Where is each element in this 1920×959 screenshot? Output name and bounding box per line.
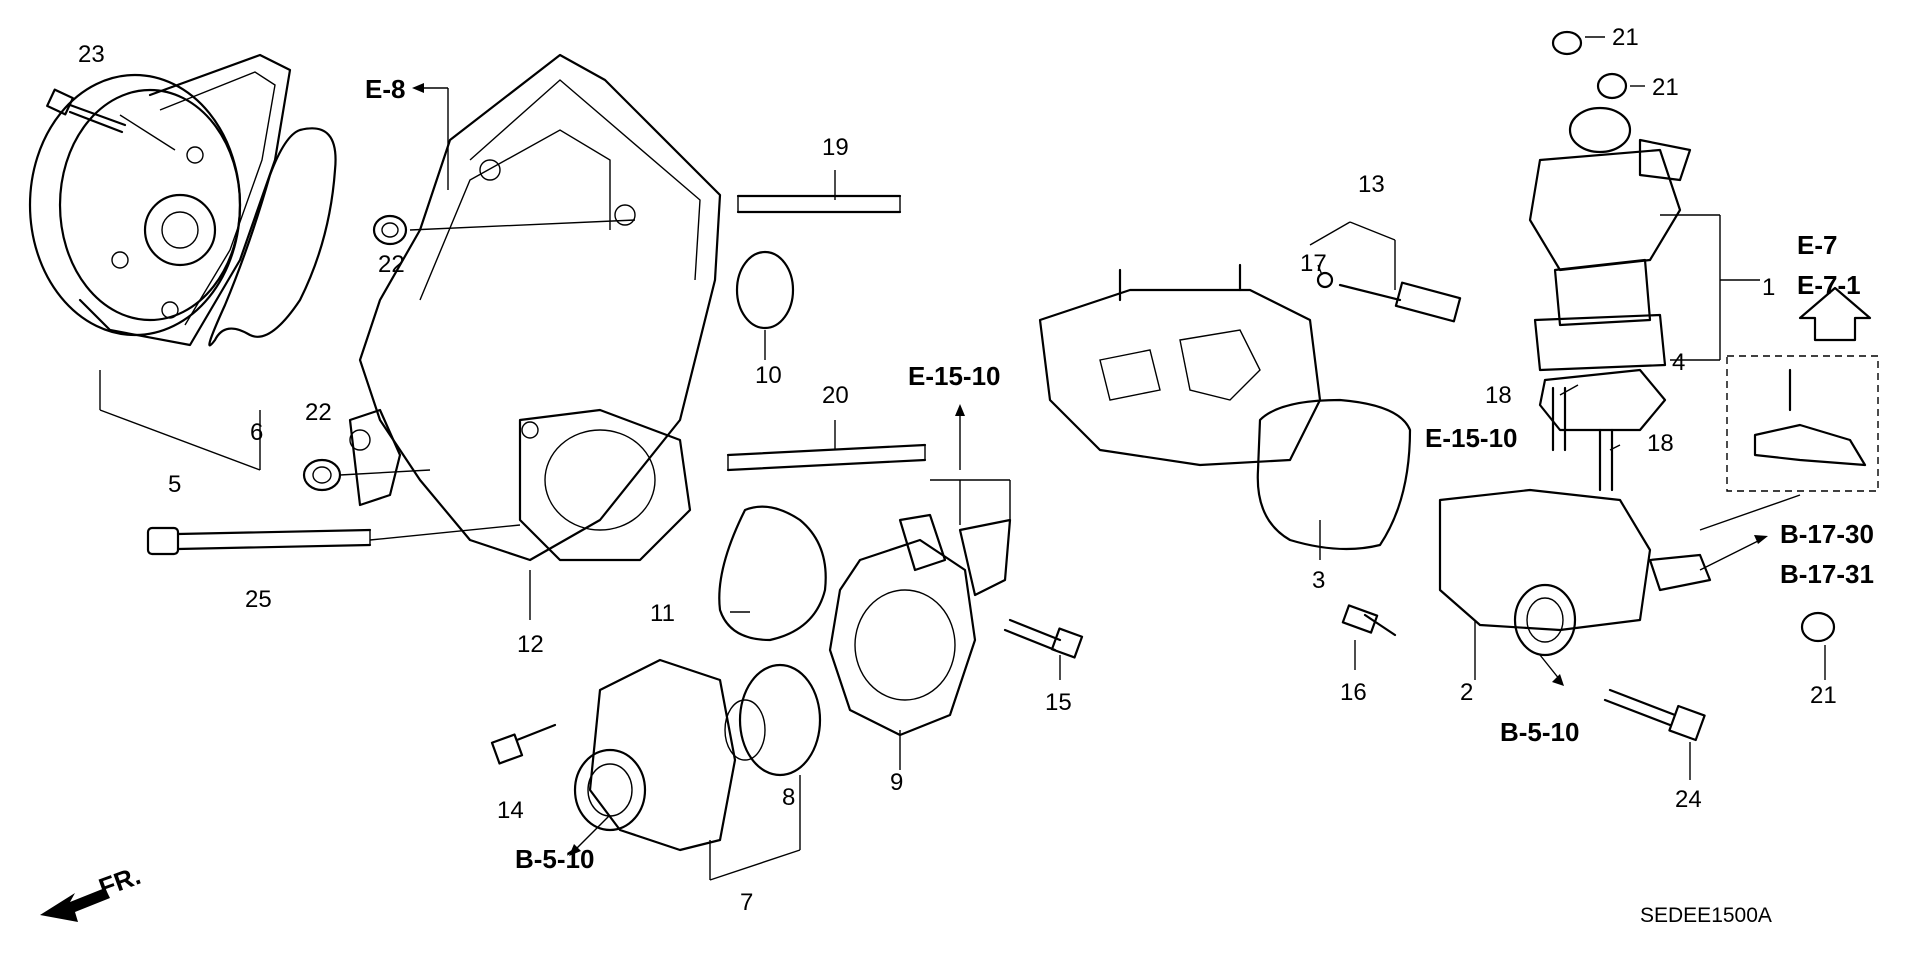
ref-e-7[interactable]: E-7 [1797, 230, 1837, 260]
stud-18-left[interactable] [1551, 386, 1567, 452]
ref-e-15-10-right[interactable]: E-15-10 [1425, 423, 1518, 453]
ref-e-8[interactable]: E-8 [365, 74, 405, 104]
up-arrow-icon [1798, 286, 1872, 342]
water-outlet-2[interactable] [1438, 488, 1712, 657]
stud-19[interactable] [736, 194, 902, 214]
stud-20[interactable] [726, 443, 927, 472]
callout-17: 17 [1300, 250, 1327, 277]
callout-11: 11 [650, 600, 675, 627]
callout-21-second: 21 [1652, 74, 1679, 101]
callout-2: 2 [1460, 679, 1473, 706]
callout-20: 20 [822, 382, 849, 409]
water-passage-housing[interactable] [348, 53, 722, 562]
nut-21-right[interactable] [1800, 611, 1836, 643]
sensor-13[interactable] [1338, 281, 1462, 323]
callout-1: 1 [1762, 274, 1775, 301]
ref-b-17-31[interactable]: B-17-31 [1780, 559, 1874, 589]
ref-e-7-1[interactable]: E-7-1 [1797, 270, 1861, 300]
egr-gasket-4[interactable] [1538, 368, 1667, 432]
diagram-code: SEDEE1500A [1640, 904, 1772, 927]
bolt-16[interactable] [1341, 604, 1397, 637]
callout-4: 4 [1672, 349, 1685, 376]
nut-22-upper[interactable] [372, 214, 408, 246]
bracket-detail [1753, 368, 1867, 467]
detail-box [1726, 355, 1879, 492]
nut-21-second[interactable] [1596, 72, 1628, 100]
water-pump[interactable] [28, 53, 292, 347]
callout-23: 23 [78, 41, 105, 68]
stud-18-right[interactable] [1598, 428, 1614, 492]
thermostat-8[interactable] [724, 663, 822, 777]
callout-3: 3 [1312, 567, 1325, 594]
pump-gasket[interactable] [208, 127, 337, 347]
callout-12: 12 [517, 631, 544, 658]
callout-15: 15 [1045, 689, 1072, 716]
leader-lines [99, 36, 1826, 881]
callout-13: 13 [1358, 171, 1385, 198]
egr-pipe-adapter[interactable] [1038, 263, 1322, 467]
callout-21-right: 21 [1810, 682, 1837, 709]
bolt-14[interactable] [490, 723, 557, 765]
callout-19: 19 [822, 134, 849, 161]
callout-8: 8 [782, 784, 795, 811]
bolt-24[interactable] [1603, 688, 1706, 742]
bolt-23[interactable] [46, 88, 127, 134]
nut-21-top[interactable] [1551, 30, 1583, 56]
front-arrow-icon [40, 888, 110, 922]
reference-arrows [412, 83, 1768, 856]
callout-5: 5 [168, 471, 181, 498]
thermostat-case-9[interactable] [828, 513, 1012, 737]
ref-b-5-10-right[interactable]: B-5-10 [1500, 717, 1579, 747]
thermostat-cover[interactable] [573, 658, 737, 852]
gasket-3[interactable] [1256, 398, 1412, 551]
callout-21-top: 21 [1612, 24, 1639, 51]
callout-9: 9 [890, 769, 903, 796]
callout-25: 25 [245, 586, 272, 613]
callout-7: 7 [740, 889, 753, 916]
callout-16: 16 [1340, 679, 1367, 706]
callout-10: 10 [755, 362, 782, 389]
nut-22-lower[interactable] [302, 458, 342, 492]
ref-b-5-10-left[interactable]: B-5-10 [515, 844, 594, 874]
ref-e-15-10-center[interactable]: E-15-10 [908, 361, 1001, 391]
bolt-25[interactable] [146, 526, 372, 556]
callout-14: 14 [497, 797, 524, 824]
front-label: FR. [95, 860, 145, 903]
callout-18-left: 18 [1485, 382, 1512, 409]
gasket-11[interactable] [718, 505, 827, 642]
callout-24: 24 [1675, 786, 1702, 813]
callout-22-upper: 22 [378, 251, 405, 278]
o-ring-10[interactable] [735, 250, 795, 330]
callout-22-lower: 22 [305, 399, 332, 426]
washer-17[interactable] [1316, 271, 1334, 289]
bolt-15[interactable] [1003, 618, 1084, 659]
callout-18-right: 18 [1647, 430, 1674, 457]
callout-6: 6 [250, 419, 263, 446]
ref-b-17-30[interactable]: B-17-30 [1780, 519, 1874, 549]
egr-valve-1[interactable] [1528, 106, 1692, 372]
